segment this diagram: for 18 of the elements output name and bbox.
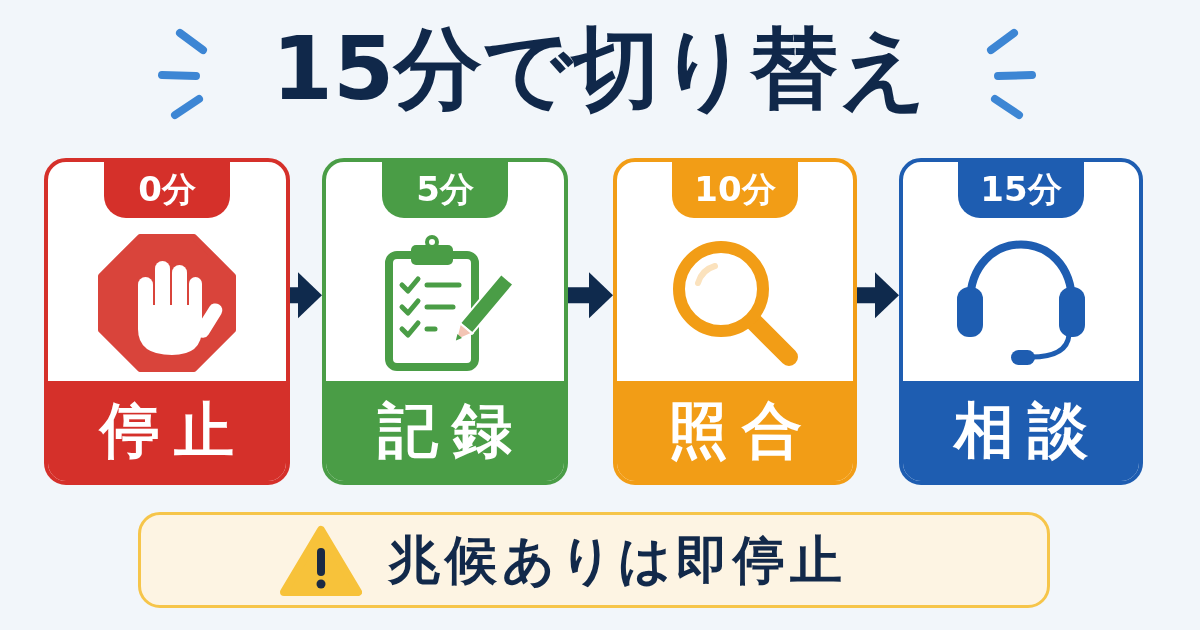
step-card bbox=[613, 158, 857, 485]
step-label-band: 相談 bbox=[903, 381, 1139, 481]
time-badge: 10分 bbox=[672, 162, 798, 218]
time-badge: 5分 bbox=[382, 162, 508, 218]
step-card bbox=[899, 158, 1143, 485]
step-card bbox=[44, 158, 290, 485]
alert-text: 兆候ありは即停止 bbox=[388, 528, 847, 592]
step-label-band: 停止 bbox=[48, 381, 286, 481]
step-label-band: 記録 bbox=[326, 381, 564, 481]
step-label-band: 照合 bbox=[617, 381, 853, 481]
time-badge: 15分 bbox=[958, 162, 1084, 218]
warning-banner bbox=[138, 512, 1050, 608]
step-card bbox=[322, 158, 568, 485]
arrow bbox=[568, 272, 613, 319]
title: 15分で切り替え bbox=[271, 18, 929, 120]
arrow bbox=[290, 272, 322, 319]
arrow bbox=[857, 272, 899, 319]
time-badge: 0分 bbox=[104, 162, 230, 218]
